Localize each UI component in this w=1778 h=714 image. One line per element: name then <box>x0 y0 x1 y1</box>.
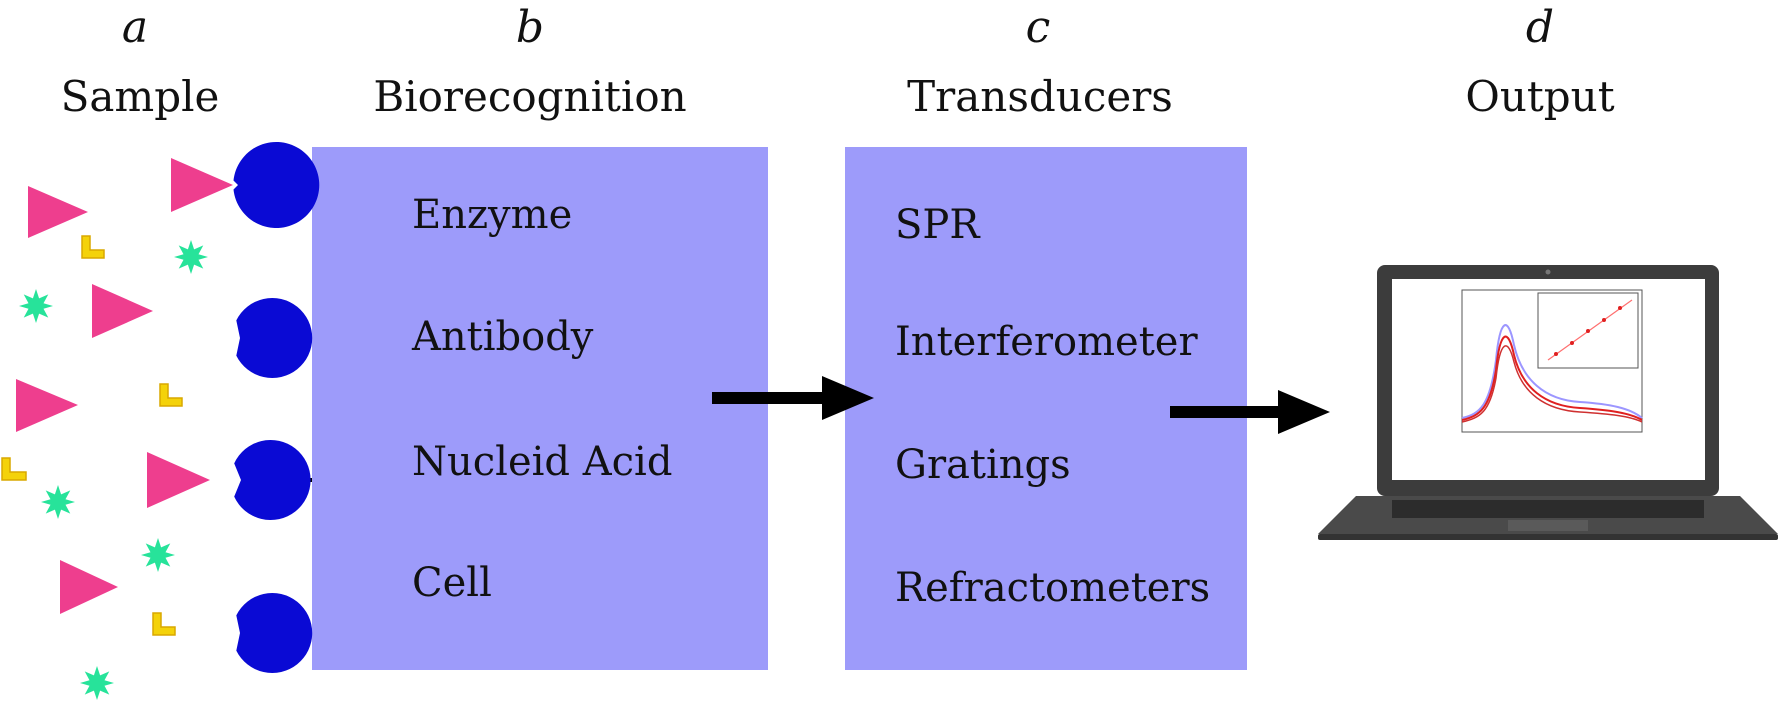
star-analyte <box>141 538 175 572</box>
transducers-box: SPR Interferometer Gratings Refractomete… <box>845 147 1247 670</box>
arrow-bio-to-transducer <box>712 376 874 420</box>
receptor-shape <box>233 141 320 228</box>
biorecognition-box: Enzyme Antibody Nucleid Acid Cell <box>312 147 768 670</box>
stage-letter-a: a <box>121 2 149 53</box>
l-shape-analyte <box>159 383 183 407</box>
star-analyte <box>41 485 75 519</box>
biorecognition-item-nucleid-acid: Nucleid Acid <box>412 439 673 485</box>
receptor-shape <box>236 593 313 673</box>
triangle-analyte <box>92 284 153 338</box>
transducer-item-gratings: Gratings <box>895 442 1071 488</box>
stage-letter-d: d <box>1525 2 1555 53</box>
triangle-analyte <box>16 379 78 432</box>
transducer-item-spr: SPR <box>895 202 980 248</box>
receptor-shape <box>236 298 313 379</box>
arrow-transducer-to-output <box>1170 390 1330 434</box>
heading-biorecognition: Biorecognition <box>373 72 687 121</box>
triangle-analyte <box>171 158 233 212</box>
biorecognition-item-cell: Cell <box>412 560 492 606</box>
heading-transducers: Transducers <box>907 72 1173 121</box>
biorecognition-item-enzyme: Enzyme <box>412 192 573 238</box>
l-shape-analyte <box>1 457 27 481</box>
stage-letter-b: b <box>515 2 545 53</box>
receptor-group <box>233 141 320 673</box>
triangle-analyte <box>28 186 88 238</box>
transducer-item-interferometer: Interferometer <box>895 319 1198 365</box>
stage-letter-c: c <box>1025 2 1051 53</box>
laptop-keyboard <box>1392 500 1704 518</box>
l-shape-analytes <box>1 235 183 636</box>
receptor-shape <box>234 439 311 520</box>
star-analyte <box>80 666 114 700</box>
transducer-item-refractometers: Refractometers <box>895 565 1211 611</box>
star-analyte <box>174 240 208 274</box>
l-shape-analyte <box>152 612 176 636</box>
biorecognition-item-antibody: Antibody <box>412 314 594 360</box>
laptop-output <box>1318 265 1778 540</box>
laptop-front-edge <box>1318 534 1778 540</box>
star-analytes <box>19 240 208 700</box>
triangle-analyte <box>60 560 118 614</box>
heading-output: Output <box>1465 72 1615 121</box>
triangle-analyte <box>147 452 210 508</box>
laptop-touchpad <box>1508 520 1588 531</box>
laptop-webcam <box>1545 269 1551 275</box>
star-analyte <box>19 289 53 323</box>
triangle-analytes <box>16 158 233 614</box>
l-shape-analyte <box>81 235 105 259</box>
heading-sample: Sample <box>60 72 220 121</box>
screen-spectrum-plot <box>1461 289 1643 433</box>
